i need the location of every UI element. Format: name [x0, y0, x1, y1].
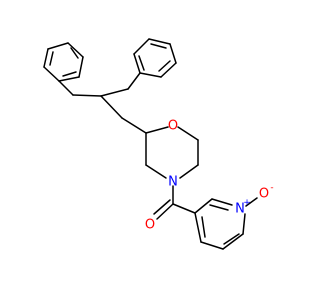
- bond: [133, 53, 141, 74]
- morpholine-ring: [145, 126, 199, 179]
- pyridine-ring: [194, 197, 258, 250]
- morpholine-oxygen-label: O: [168, 119, 178, 134]
- bond: [58, 76, 80, 82]
- aromatic-bond: [49, 51, 54, 66]
- n-oxide-oxygen-label: O: [259, 187, 269, 202]
- bond: [72, 94, 102, 97]
- bond: [211, 198, 233, 206]
- bond: [133, 38, 150, 55]
- bond: [245, 197, 258, 207]
- bond: [78, 56, 84, 78]
- bond: [194, 198, 213, 214]
- pyridine-nitrogen-label: N: [235, 202, 245, 217]
- diphenylethyl-linker: [72, 88, 147, 134]
- bond: [194, 212, 202, 243]
- aromatic-bond: [62, 71, 77, 77]
- bond: [179, 164, 199, 179]
- bond: [153, 199, 171, 215]
- bond: [47, 42, 69, 50]
- bond: [145, 164, 167, 179]
- amide-group: [153, 185, 196, 220]
- bond: [242, 213, 246, 235]
- negative-charge-label: -: [270, 183, 273, 193]
- aromatic-bond: [201, 216, 206, 238]
- aromatic-bond: [209, 204, 229, 211]
- bond: [148, 38, 171, 45]
- bond: [156, 203, 174, 220]
- aromatic-bond: [150, 43, 167, 49]
- bond: [169, 43, 177, 64]
- aromatic-bond: [223, 233, 240, 245]
- bond: [200, 241, 224, 250]
- positive-charge-label: +: [243, 198, 251, 208]
- bond: [160, 62, 177, 78]
- bond: [58, 80, 74, 96]
- aromatic-bond: [158, 60, 171, 72]
- bond: [127, 72, 141, 90]
- bond: [100, 88, 129, 97]
- atom-labels: O N O N + O -: [145, 119, 274, 233]
- bond: [222, 233, 244, 250]
- bond: [100, 95, 123, 119]
- left-phenyl-ring: [43, 42, 84, 96]
- right-phenyl-ring: [127, 38, 177, 90]
- bond: [177, 126, 199, 141]
- carbonyl-oxygen-label: O: [145, 218, 155, 233]
- aromatic-bond: [70, 47, 79, 59]
- structure-diagram: O N O N + O -: [43, 38, 274, 250]
- bond: [121, 117, 147, 134]
- morpholine-nitrogen-label: N: [168, 175, 178, 190]
- aromatic-bond: [138, 55, 145, 71]
- bond: [139, 72, 162, 78]
- bond: [67, 42, 84, 58]
- bond: [145, 126, 169, 134]
- bond: [43, 66, 60, 82]
- bond: [172, 203, 196, 214]
- bond: [43, 48, 49, 68]
- molecule-canvas: O N O N + O -: [43, 38, 274, 250]
